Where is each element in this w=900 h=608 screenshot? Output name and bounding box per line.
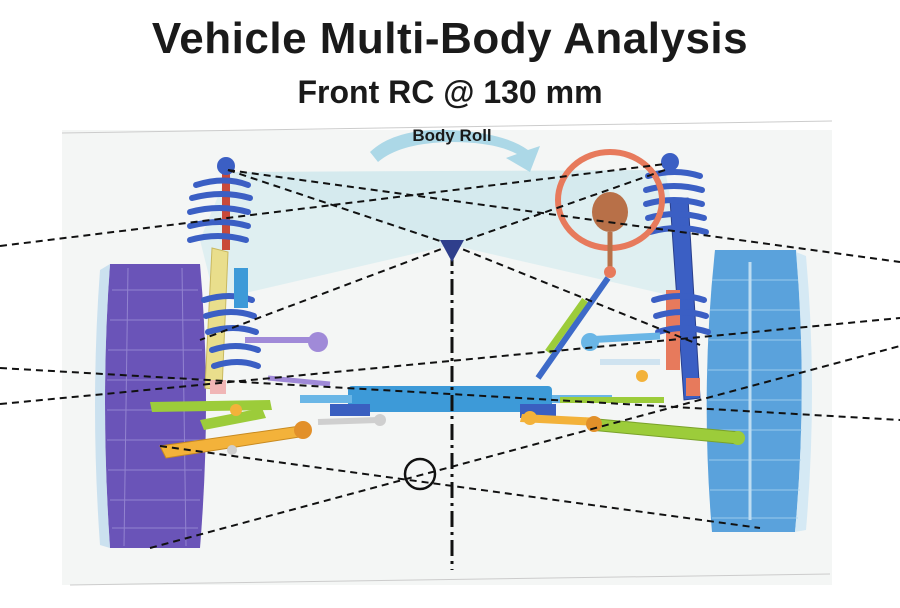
panel-top-edge [61,120,833,134]
page-title: Vehicle Multi-Body Analysis [151,14,749,63]
left-damper [234,268,248,308]
page-subtitle: Front RC @ 130 mm [297,74,603,110]
panel-bottom-edge [69,573,831,586]
steering-column [535,276,611,380]
body-roll-label: Body Roll [412,126,491,145]
construction-lines [0,163,900,549]
right-lower-arm [520,332,745,445]
right-tire [706,250,812,532]
center-triangle-marker-icon [440,240,464,262]
right-spring [643,169,711,335]
roll-center-marker-icon [403,457,437,491]
roll-triangle-area [228,170,665,245]
body-roll-arrow-icon [370,129,540,172]
left-spring [187,177,261,369]
roll-triangle-left [200,172,452,300]
steering-shaft-segment [545,297,588,355]
